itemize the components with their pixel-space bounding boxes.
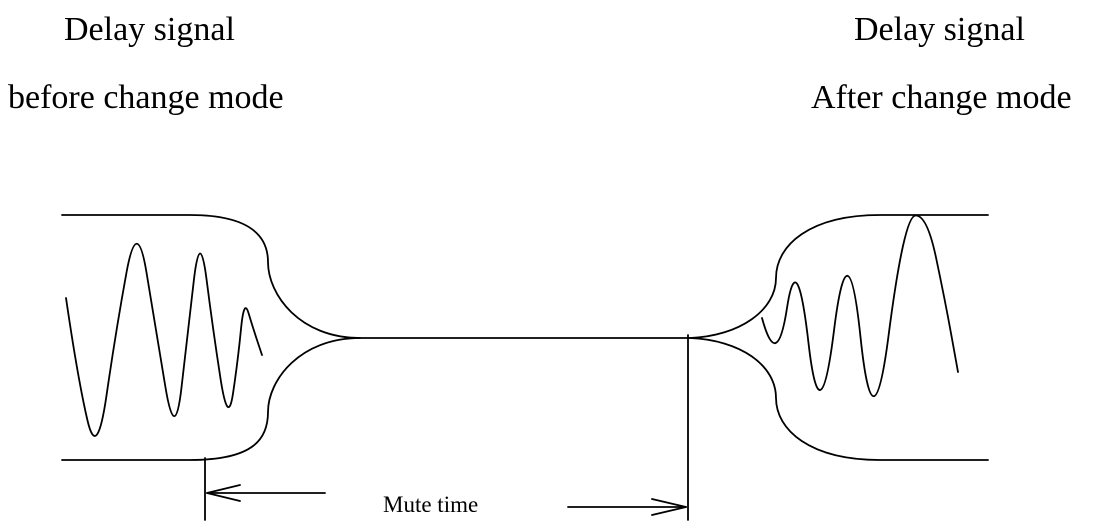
delay-signal-before-heading: Delay signal xyxy=(64,11,235,48)
after-change-mode-heading: After change mode xyxy=(811,79,1072,116)
right-envelope-lower xyxy=(689,337,989,461)
right-arrow-head xyxy=(651,498,687,516)
delay-signal-after-heading: Delay signal xyxy=(854,11,1025,48)
right-growing-wave xyxy=(761,214,959,398)
before-change-mode-heading: before change mode xyxy=(8,79,284,116)
right-envelope-upper xyxy=(689,214,989,339)
left-arrow-head xyxy=(206,484,241,502)
left-envelope-upper xyxy=(61,214,691,339)
mute-time-label: Mute time xyxy=(383,492,479,517)
left-decaying-wave xyxy=(65,242,263,437)
left-envelope-lower xyxy=(61,337,361,461)
